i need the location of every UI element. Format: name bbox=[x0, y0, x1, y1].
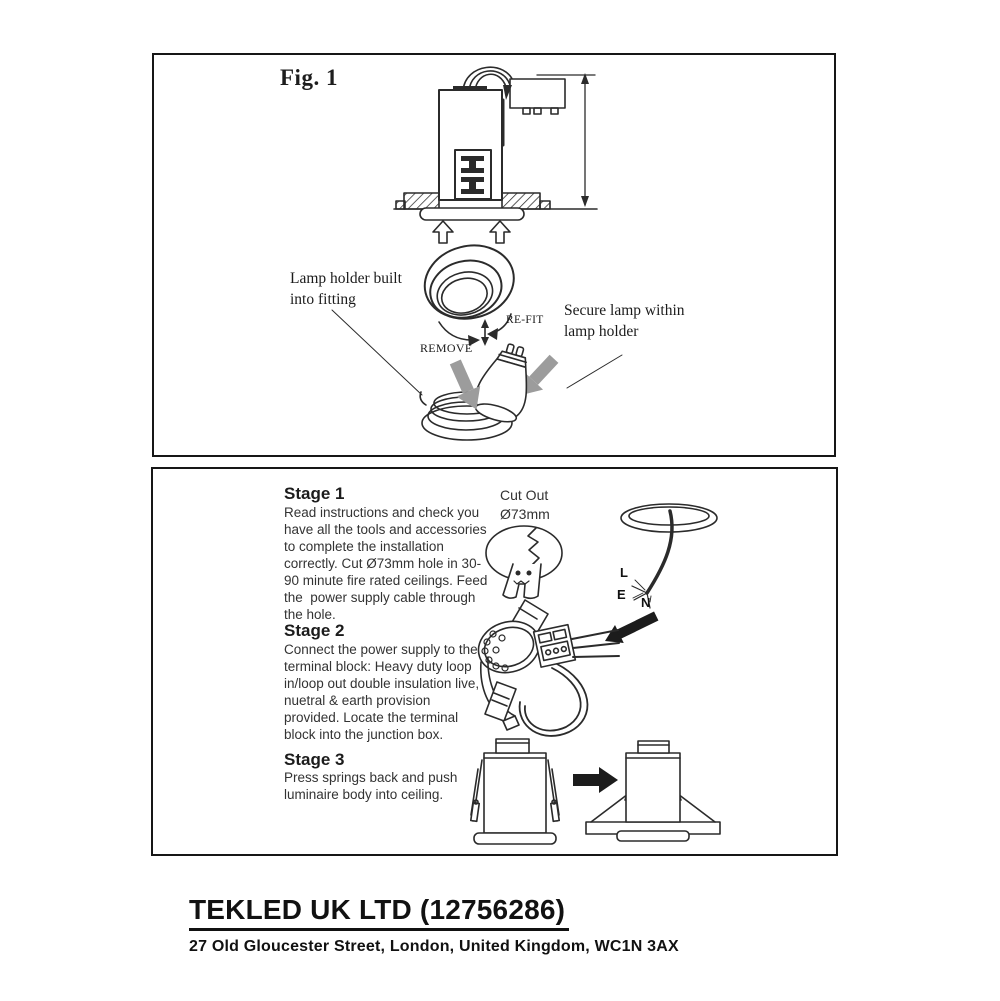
twist-double-arrow-icon bbox=[481, 319, 489, 346]
cutout-hole-icon bbox=[485, 525, 563, 600]
wire-label-neutral: N bbox=[641, 595, 651, 610]
refit-label: RE-FIT bbox=[506, 314, 544, 326]
luminaire-springs-out-icon bbox=[469, 738, 561, 845]
fig1-title: Fig. 1 bbox=[280, 65, 338, 90]
stage3-title: Stage 3 bbox=[284, 750, 345, 769]
stages-panel: Stage 1 Read instructions and check you … bbox=[151, 467, 838, 856]
leader-line-left bbox=[331, 309, 423, 396]
fig1-diagram bbox=[331, 66, 623, 441]
cutout-title: Cut Out bbox=[500, 487, 549, 503]
remove-arrow-icon bbox=[438, 321, 480, 346]
stage1-title: Stage 1 bbox=[284, 484, 345, 503]
lamp-holder-ring-icon bbox=[423, 244, 515, 320]
stage2-title: Stage 2 bbox=[284, 621, 345, 640]
company-name: TEKLED UK LTD (12756286) bbox=[189, 894, 570, 931]
footer: TEKLED UK LTD (12756286) 27 Old Gloucest… bbox=[189, 894, 679, 956]
stage3-body: Press springs back and push luminaire bo… bbox=[284, 770, 458, 802]
stage3-arrow-icon bbox=[573, 767, 618, 793]
rating-label-icon bbox=[461, 156, 484, 194]
stage1-body: Read instructions and check you have all… bbox=[284, 505, 488, 622]
ceiling-hole-cable-icon bbox=[620, 503, 718, 609]
stage2-body: Connect the power supply to the terminal… bbox=[284, 642, 480, 742]
cutout-diameter: Ø73mm bbox=[500, 506, 550, 522]
company-address: 27 Old Gloucester Street, London, United… bbox=[189, 938, 679, 955]
push-up-arrows-icon bbox=[432, 220, 511, 244]
stages-diagram bbox=[469, 503, 721, 845]
callout-lamp-holder: Lamp holder built into fitting bbox=[290, 270, 402, 308]
wire-label-earth: E bbox=[617, 587, 626, 602]
junction-box-icon bbox=[501, 78, 566, 147]
fig1-panel: Fig. 1 Lamp holder built into fitting Se… bbox=[152, 53, 836, 457]
remove-label: REMOVE bbox=[420, 341, 473, 355]
gu10-lamp-icon bbox=[474, 343, 528, 423]
terminal-block-assembly-icon bbox=[477, 599, 620, 737]
wire-label-live: L bbox=[620, 565, 628, 580]
ceiling-hatch bbox=[393, 192, 598, 210]
luminaire-body-icon bbox=[438, 86, 503, 201]
power-feed-arrow-icon bbox=[605, 611, 659, 643]
dimension-line bbox=[536, 73, 596, 207]
leader-line-right bbox=[566, 354, 623, 389]
push-arrow-left-icon bbox=[449, 359, 481, 410]
luminaire-installed-icon bbox=[585, 740, 721, 842]
refit-arrow-icon bbox=[487, 313, 512, 340]
callout-secure-lamp: Secure lamp within lamp holder bbox=[564, 302, 685, 340]
trim-bezel-icon bbox=[419, 207, 525, 221]
